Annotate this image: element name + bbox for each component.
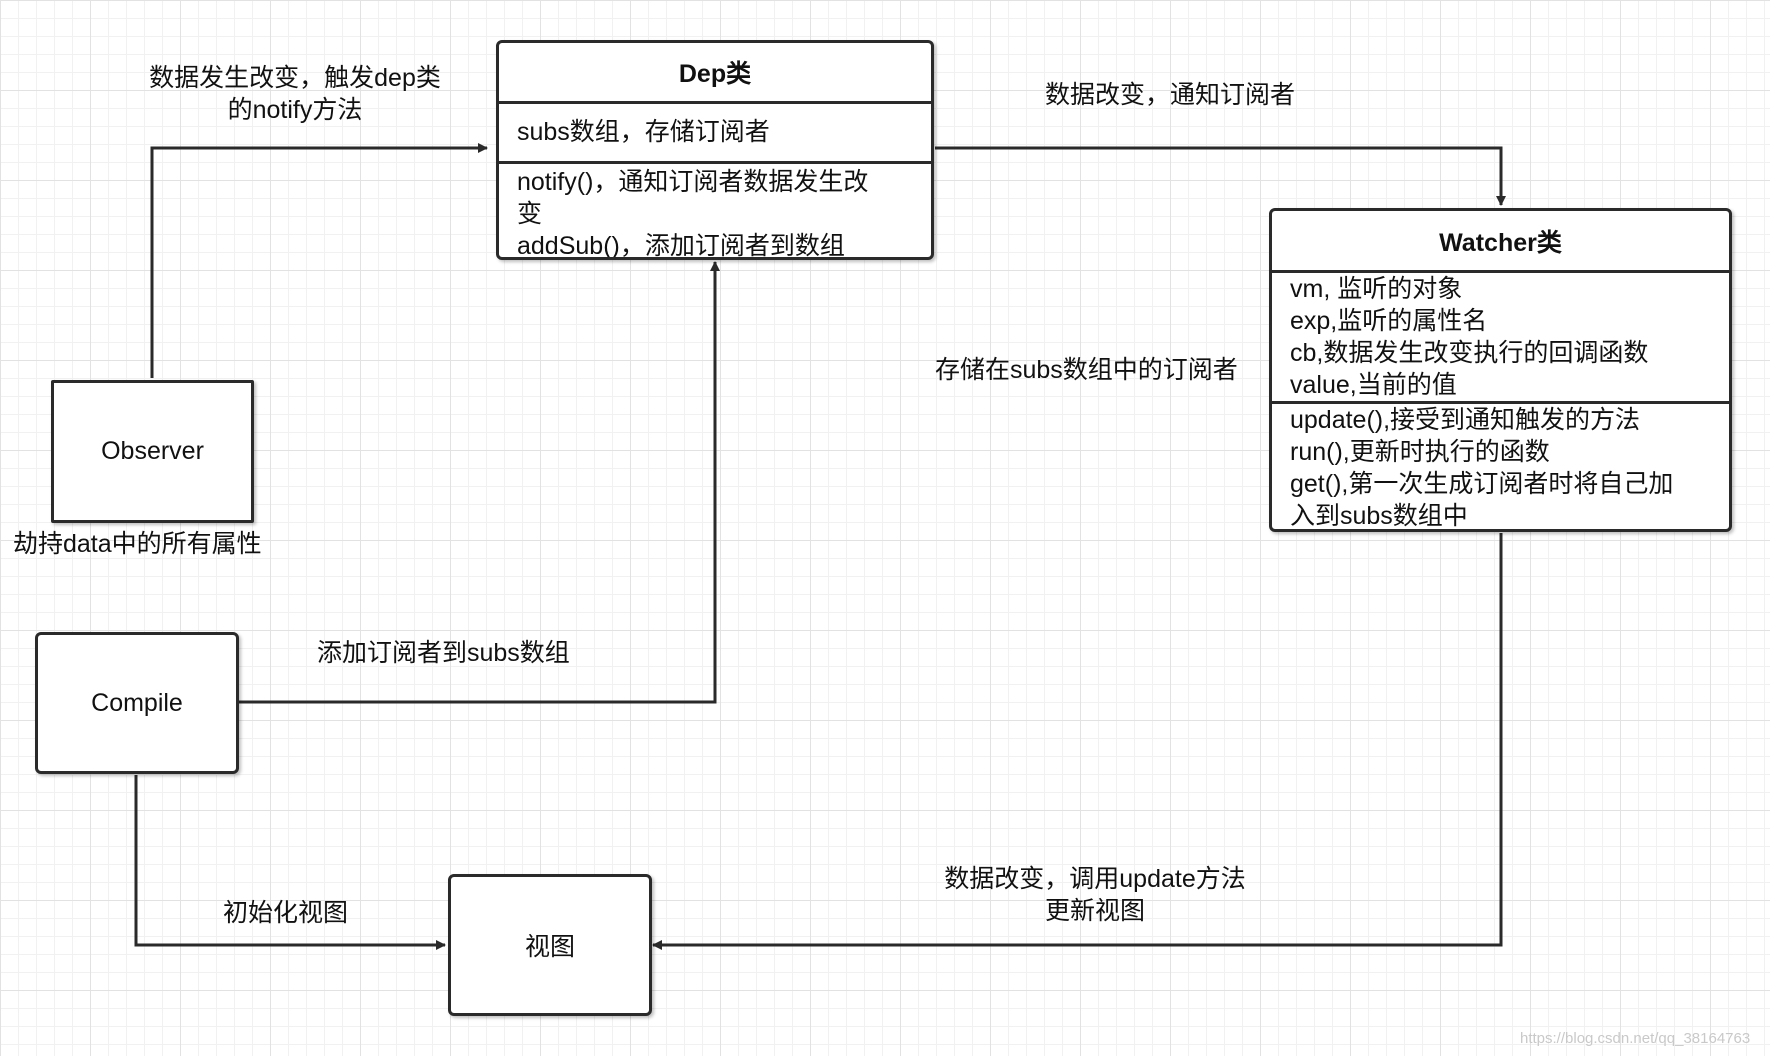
- dep-method-line: notify()，通知订阅者数据发生改: [517, 168, 869, 196]
- compile-node[interactable]: Compile: [35, 632, 239, 774]
- label-observer-to-dep: 数据发生改变，触发dep类 的notify方法: [140, 62, 450, 126]
- watcher-attributes: vm, 监听的对象 exp,监听的属性名 cb,数据发生改变执行的回调函数 va…: [1272, 273, 1729, 404]
- dep-class-box[interactable]: Dep类 subs数组，存储订阅者 notify()，通知订阅者数据发生改 变 …: [496, 40, 934, 260]
- label-watcher-to-view: 数据改变，调用update方法 更新视图: [930, 863, 1260, 927]
- view-node[interactable]: 视图: [448, 874, 652, 1016]
- label-observer-desc: 劫持data中的所有属性: [13, 530, 262, 558]
- watcher-attribute-line: exp,监听的属性名: [1290, 307, 1488, 335]
- dep-attributes: subs数组，存储订阅者: [499, 104, 931, 164]
- watcher-method-line: run(),更新时执行的函数: [1290, 438, 1550, 466]
- dep-class-title: Dep类: [499, 43, 931, 104]
- dep-methods: notify()，通知订阅者数据发生改 变 addSub()，添加订阅者到数组: [499, 164, 931, 260]
- watcher-method-line: update(),接受到通知触发的方法: [1290, 406, 1641, 434]
- watcher-methods: update(),接受到通知触发的方法 run(),更新时执行的函数 get()…: [1272, 404, 1729, 530]
- label-watcher-stored: 存储在subs数组中的订阅者: [935, 356, 1238, 384]
- compile-label: Compile: [91, 688, 183, 717]
- watcher-method-line: get(),第一次生成订阅者时将自己加: [1290, 470, 1674, 498]
- connector-observer-to-dep: [150, 143, 488, 378]
- connector-watcher-to-view: [652, 533, 1503, 950]
- observer-node[interactable]: Observer: [51, 380, 254, 523]
- watcher-class-box[interactable]: Watcher类 vm, 监听的对象 exp,监听的属性名 cb,数据发生改变执…: [1269, 208, 1732, 532]
- label-dep-to-watcher: 数据改变，通知订阅者: [1045, 81, 1296, 109]
- view-label: 视图: [524, 933, 575, 961]
- label-line: 更新视图: [1044, 897, 1145, 925]
- label-line: 数据改变，调用update方法: [944, 865, 1246, 893]
- label-compile-to-dep: 添加订阅者到subs数组: [317, 639, 570, 667]
- watcher-attribute-line: vm, 监听的对象: [1290, 275, 1463, 303]
- dep-attribute-line: subs数组，存储订阅者: [517, 118, 770, 146]
- dep-method-line: addSub()，添加订阅者到数组: [517, 232, 845, 260]
- connector-compile-to-dep: [238, 261, 720, 704]
- watermark: https://blog.csdn.net/qq_38164763: [1520, 1030, 1751, 1047]
- watcher-method-line: 入到subs数组中: [1290, 502, 1468, 530]
- label-line: 数据发生改变，触发dep类: [149, 64, 441, 92]
- watcher-attribute-line: cb,数据发生改变执行的回调函数: [1290, 339, 1649, 367]
- connector-compile-to-view: [134, 775, 446, 950]
- dep-method-line: 变: [517, 200, 543, 228]
- watcher-class-title: Watcher类: [1272, 211, 1729, 273]
- label-compile-to-view: 初始化视图: [223, 899, 349, 927]
- connector-dep-to-watcher: [935, 146, 1506, 206]
- watcher-attribute-line: value,当前的值: [1290, 371, 1457, 399]
- label-line: 的notify方法: [227, 96, 363, 124]
- observer-label: Observer: [101, 437, 204, 465]
